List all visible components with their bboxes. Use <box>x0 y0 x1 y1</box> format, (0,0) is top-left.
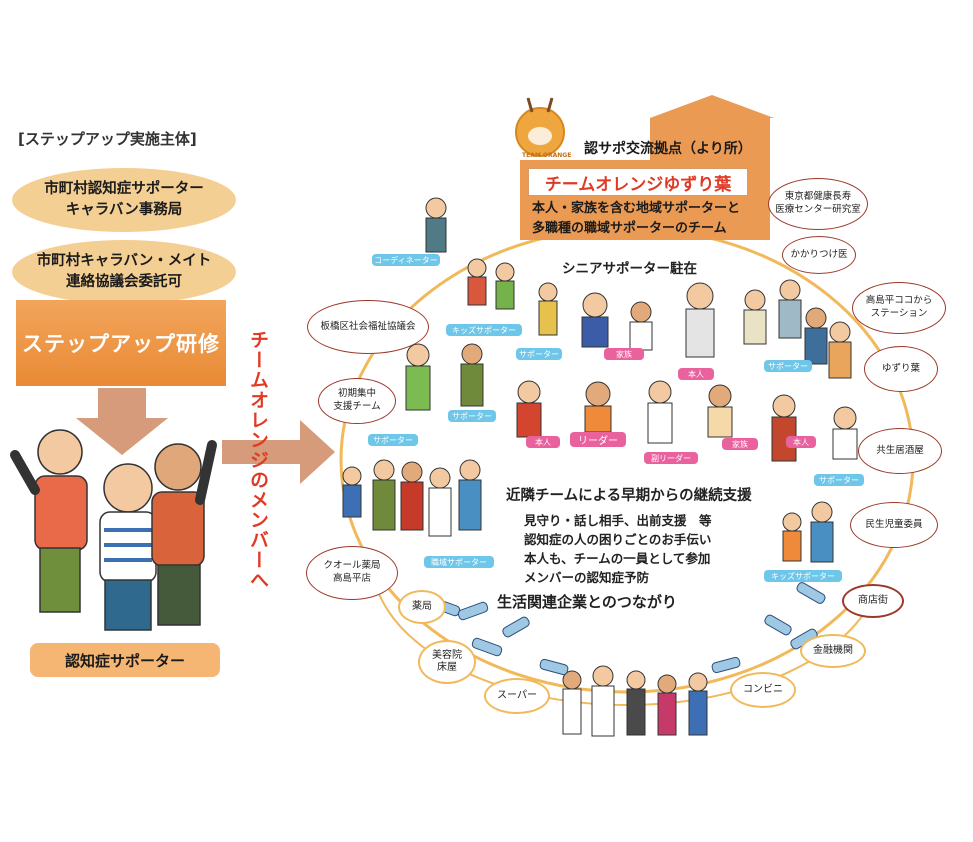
callout-line: 共生居酒屋 <box>876 444 924 456</box>
ring-supermarket: スーパー <box>484 678 550 714</box>
tag-occupational-supporter: 職域サポーター <box>424 556 494 568</box>
ring-label-line: 薬局 <box>412 600 432 612</box>
stepup-training-box: ステップアップ研修 <box>16 300 226 386</box>
tag-person: 本人 <box>526 436 560 448</box>
senior-supporter-label: シニアサポーター駐在 <box>562 261 697 277</box>
callout-line: 東京都健康長寿 <box>784 191 852 203</box>
callout-social-welfare-council: 板橋区社会福祉協議会 <box>307 300 429 354</box>
callout-research-center: 東京都健康長寿医療センター研究室 <box>768 178 868 230</box>
caravan-mate-line1: 市町村キャラバン・メイト <box>36 252 212 269</box>
callout-line: かかりつけ医 <box>790 248 848 260</box>
implementer-title: [ステップアップ実施主体] <box>18 130 197 148</box>
supporter-group-illustration <box>10 429 217 631</box>
ring-shopping-street: 商店街 <box>842 584 904 618</box>
support-line-2: 認知症の人の困りごとのお手伝い <box>524 532 712 547</box>
ring-pharmacy: 薬局 <box>398 590 446 624</box>
base-title: 認サポ交流拠点（より所） <box>584 141 752 157</box>
ring-beauty-salon: 美容院床屋 <box>418 640 476 684</box>
dementia-supporter-banner: 認知症サポーター <box>30 643 220 677</box>
support-line-1: 見守り・話し相手、出前支援 等 <box>524 513 712 528</box>
team-orange-logo <box>515 97 565 157</box>
team-name-box: チームオレンジゆずり葉 <box>528 168 748 196</box>
team-desc-line2: 多職種の職域サポーターのチーム <box>532 220 727 236</box>
tag-supporter: サポーター <box>448 410 496 422</box>
ring-label-line: スーパー <box>497 689 537 701</box>
callout-line: 初期集中 <box>337 388 376 400</box>
tag-coordinator: コーディネーター <box>372 254 440 266</box>
callout-initial-support-team: 初期集中支援チーム <box>318 378 396 424</box>
ring-label-line: コンビニ <box>743 683 783 695</box>
support-line-3: 本人も、チームの一員として参加 <box>524 551 711 566</box>
team-description: 本人・家族を含む地域サポーターと 多職種の職域サポーターのチーム <box>532 199 740 238</box>
caravan-office-line2: キャラバン事務局 <box>65 202 183 218</box>
tag-supporter: サポーター <box>814 474 864 486</box>
ring-financial-institution: 金融機関 <box>800 634 866 668</box>
callout-line: 高島平店 <box>332 573 371 584</box>
callout-line: 板橋区社会福祉協議会 <box>320 320 416 332</box>
callout-line: 民生児童委員 <box>865 518 923 530</box>
callout-line: クオール薬局 <box>323 560 381 572</box>
callout-qol-pharmacy: クオール薬局高島平店 <box>306 546 398 600</box>
callout-line: 支援チーム <box>333 401 381 412</box>
down-arrow <box>76 388 168 455</box>
tag-family: 家族 <box>722 438 758 450</box>
support-title: 近隣チームによる早期からの継続支援 <box>506 488 752 504</box>
callout-line: 高島平ココから <box>865 295 933 307</box>
tag-kids-supporter: キッズサポーター <box>446 324 522 336</box>
caravan-mate-line2: 連絡協議会委託可 <box>66 274 182 290</box>
tag-leader: リーダー <box>570 432 626 447</box>
to-members-vertical-text: チームオレンジのメンバーへ <box>247 330 269 590</box>
ring-label-line: 金融機関 <box>813 644 853 656</box>
callout-welfare-commissioner: 民生児童委員 <box>850 502 938 548</box>
ring-label-line: 商店街 <box>858 594 888 606</box>
caravan-office-line1: 市町村認知症サポーター <box>44 180 204 197</box>
callout-line: ゆずり葉 <box>881 362 920 374</box>
right-arrow <box>222 420 335 484</box>
tag-person: 本人 <box>678 368 714 380</box>
caravan-mate-ellipse: 市町村キャラバン・メイト 連絡協議会委託可 <box>12 240 236 304</box>
callout-kokokara-station: 高島平ココからステーション <box>852 282 946 334</box>
callout-yuzuriha: ゆずり葉 <box>864 346 938 392</box>
corporate-connection-label: 生活関連企業とのつながり <box>497 593 677 611</box>
ring-convenience-store: コンビニ <box>730 672 796 708</box>
tag-supporter: サポーター <box>516 348 562 360</box>
tag-supporter: サポーター <box>764 360 812 372</box>
callout-kyosei-izakaya: 共生居酒屋 <box>858 428 942 474</box>
logo-text: TEAM ORANGE <box>522 152 572 159</box>
tag-family: 家族 <box>604 348 644 360</box>
ring-label-line: 美容院 <box>432 649 462 661</box>
tag-person: 本人 <box>786 436 816 448</box>
team-desc-line1: 本人・家族を含む地域サポーターと <box>532 201 741 216</box>
caravan-office-ellipse: 市町村認知症サポーター キャラバン事務局 <box>12 168 236 232</box>
callout-line: 医療センター研究室 <box>775 204 861 215</box>
callout-line: ステーション <box>870 308 928 319</box>
tag-sub-leader: 副リーダー <box>644 452 698 464</box>
callout-family-doctor: かかりつけ医 <box>782 236 856 274</box>
tag-kids-supporter: キッズサポーター <box>764 570 842 582</box>
support-line-4: メンバーの認知症予防 <box>524 570 650 585</box>
ring-label-line: 床屋 <box>437 662 457 673</box>
tag-supporter: サポーター <box>368 434 418 446</box>
